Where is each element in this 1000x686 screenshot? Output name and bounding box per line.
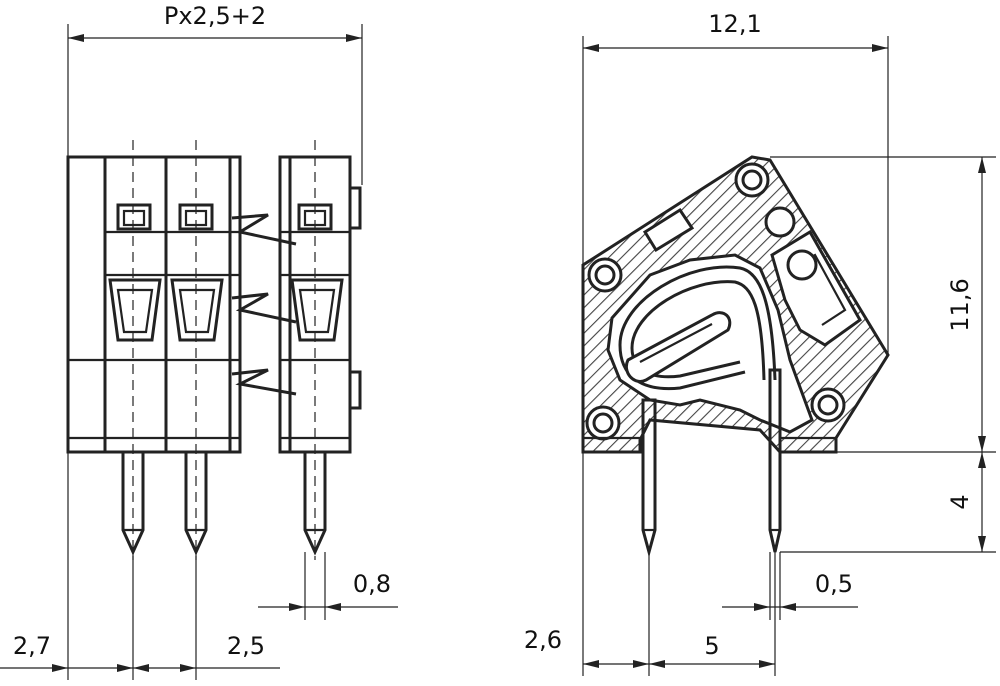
dim-overall-width: Px2,5+2 bbox=[164, 2, 266, 30]
pin-2 bbox=[184, 450, 208, 556]
dim-pin-offset: 2,6 bbox=[524, 626, 562, 654]
side-pin-1 bbox=[641, 398, 657, 558]
dim-pin-spacing: 5 bbox=[704, 632, 719, 660]
mounting-hole-5 bbox=[764, 206, 796, 238]
dim-depth: 12,1 bbox=[708, 10, 761, 38]
dim-pin-thickness: 0,5 bbox=[815, 570, 853, 598]
wire-entry-slot bbox=[625, 311, 732, 383]
side-pin-2 bbox=[768, 368, 782, 553]
dim-height: 11,6 bbox=[946, 278, 974, 331]
mounting-hole-6 bbox=[786, 249, 818, 281]
dim-edge-offset: 2,7 bbox=[13, 632, 51, 660]
front-housing bbox=[66, 155, 242, 454]
side-section-view: 12,1 11,6 4 2,6 5 0,5 bbox=[524, 10, 996, 676]
pin-3 bbox=[303, 450, 327, 556]
front-view: Px2,5+2 2,7 2,5 0,8 bbox=[0, 2, 398, 680]
dim-pin-width: 0,8 bbox=[353, 570, 391, 598]
dim-pitch: 2,5 bbox=[227, 632, 265, 660]
dim-pin-length: 4 bbox=[946, 494, 974, 509]
pin-1 bbox=[121, 450, 145, 556]
clamp-opening-1 bbox=[116, 203, 152, 231]
